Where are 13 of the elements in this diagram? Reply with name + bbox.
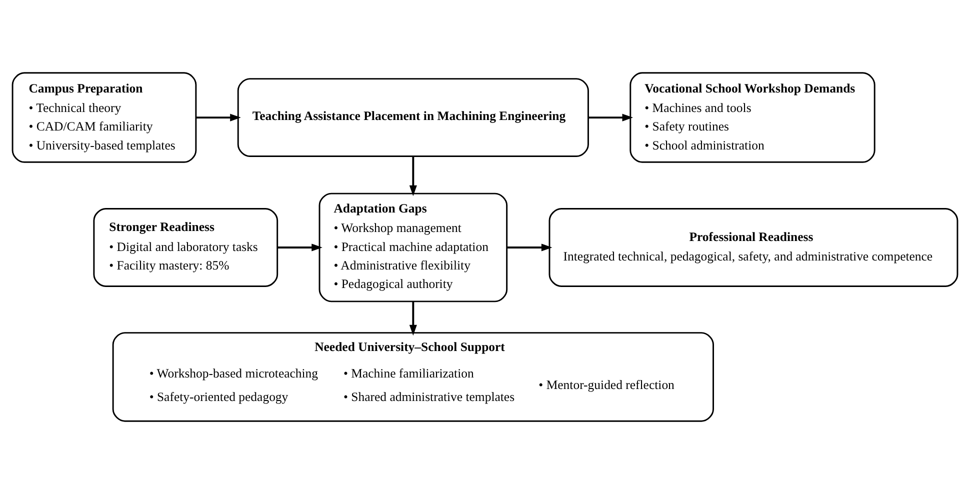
arrow	[588, 114, 634, 122]
node-box: Professional Readiness Integrated technical, pedagogical, safety, and administrative competence	[548, 208, 958, 287]
node-box: Stronger Readiness • Digital and laboratory tasks • Facility mastery: 85%	[93, 208, 278, 287]
arrow	[278, 244, 322, 252]
arrow	[196, 114, 241, 122]
arrow	[409, 301, 417, 336]
node-box: Adaptation Gaps • Workshop management • Practical machine adaptation • Administrative flexibility • Pedagogical authority	[318, 192, 508, 302]
node-box: Needed University–School Support • Workshop-based microteaching • Safety-oriented pedagogy • Machine familiarization • Shared administrative templates • Mentor-guided reflection	[112, 332, 714, 422]
node-box: Vocational School Workshop Demands • Machines and tools • Safety routines • School administration	[630, 72, 876, 163]
arrow	[506, 244, 552, 252]
node-box: Campus Preparation • Technical theory • CAD/CAM familiarity • University-based templates	[12, 72, 197, 163]
arrow	[409, 156, 417, 196]
node-box: Teaching Assistance Placement in Machining Engineering	[237, 78, 589, 158]
